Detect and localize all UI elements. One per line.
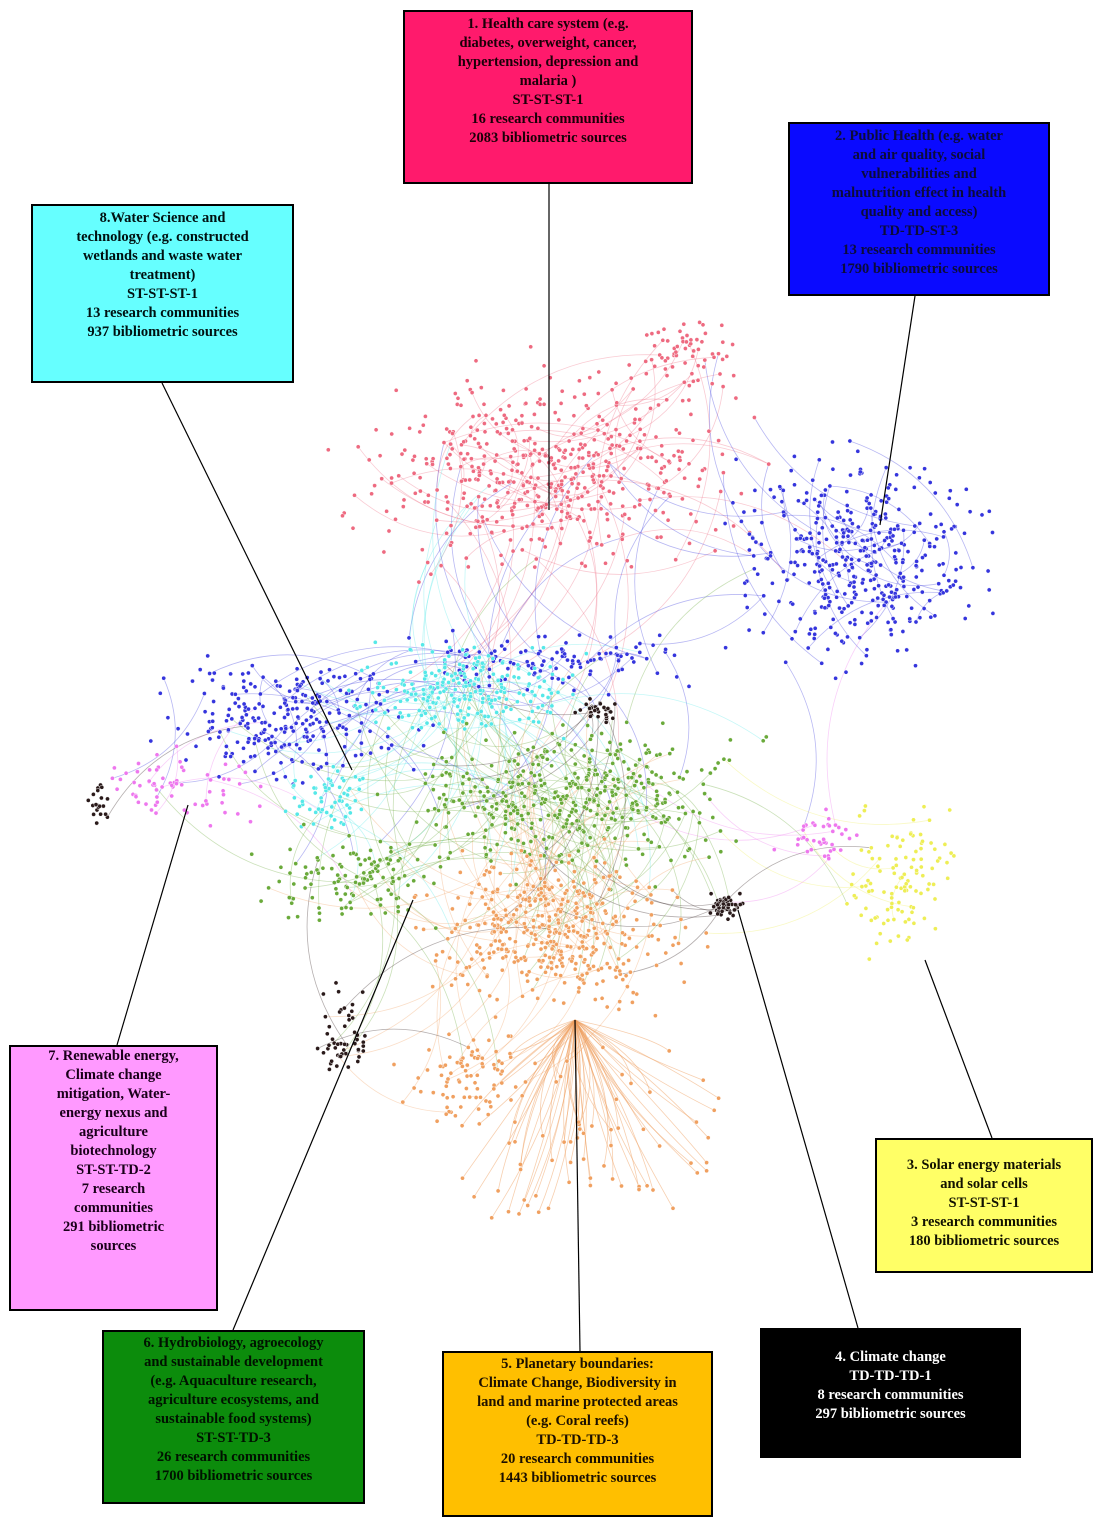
box7-line: biotechnology [70, 1143, 157, 1159]
box3-line: 3. Solar energy materials [906, 1157, 1062, 1173]
cluster-label-health-care: 1. Health care system (e.g. diabetes, ov… [403, 10, 693, 184]
box7-line: sources [90, 1238, 137, 1254]
network-nodes [85, 320, 996, 1221]
box3-line: 180 bibliometric sources [908, 1233, 1060, 1249]
box1-line: 16 research communities [471, 111, 625, 127]
box7-line: energy nexus and [59, 1105, 168, 1121]
box2-line: 1790 bibliometric sources [840, 261, 998, 277]
box5-line: land and marine protected areas [477, 1394, 678, 1410]
box8-line: treatment) [129, 267, 196, 283]
box2-line: quality and access) [860, 204, 978, 220]
box1-line: malaria ) [519, 73, 577, 89]
box4-line: 4. Climate change [835, 1349, 946, 1365]
cluster-label-solar-energy: 3. Solar energy materials and solar cell… [875, 1138, 1093, 1273]
box5-line: TD-TD-TD-3 [536, 1432, 619, 1448]
cluster-label-planetary-boundaries: 5. Planetary boundaries: Climate Change,… [442, 1351, 713, 1517]
box8-line: 937 bibliometric sources [87, 324, 238, 340]
box1-line: 2083 bibliometric sources [469, 130, 627, 146]
box2-line: 2. Public Health (e.g. water [835, 128, 1003, 144]
box4-line: 8 research communities [817, 1387, 964, 1403]
box6-line: agriculture ecosystems, and [148, 1392, 319, 1408]
leader-lines [116, 184, 993, 1352]
cluster-label-public-health: 2. Public Health (e.g. water and air qua… [788, 122, 1050, 296]
cluster-label-hydrobiology: 6. Hydrobiology, agroecology and sustain… [102, 1330, 365, 1504]
box6-line: 26 research communities [156, 1449, 311, 1465]
box6-line: sustainable food systems) [155, 1411, 312, 1427]
box7-line: 7 research [81, 1181, 146, 1197]
box7-line: 7. Renewable energy, [48, 1048, 179, 1064]
box8-line: ST-ST-ST-1 [127, 286, 198, 302]
cluster-label-climate-change: 4. Climate change TD-TD-TD-1 8 research … [760, 1328, 1021, 1458]
leader-line-2 [879, 295, 916, 526]
leader-line-7 [116, 804, 189, 1046]
box1-line: hypertension, depression and [457, 54, 639, 70]
leader-line-8 [161, 382, 353, 771]
cluster-label-water-science: 8.Water Science and technology (e.g. con… [31, 204, 294, 383]
box7-line: Climate change [65, 1067, 162, 1083]
box2-line: and air quality, social [852, 147, 986, 163]
box7-line: ST-ST-TD-2 [76, 1162, 151, 1178]
box8-line: 8.Water Science and [99, 210, 226, 226]
box7-line: mitigation, Water- [56, 1086, 171, 1102]
box2-line: vulnerabilities and [861, 166, 977, 182]
box2-line: TD-TD-ST-3 [879, 223, 959, 239]
box8-line: technology (e.g. constructed [76, 229, 249, 245]
box7-line: agriculture [79, 1124, 148, 1140]
box1-line: 1. Health care system (e.g. [467, 16, 629, 32]
box5-line: Climate Change, Biodiversity in [478, 1375, 677, 1391]
box5-line: 5. Planetary boundaries: [501, 1356, 654, 1372]
box6-line: and sustainable development [144, 1354, 323, 1370]
box5-line: 20 research communities [500, 1451, 655, 1467]
box2-line: 13 research communities [842, 242, 996, 258]
box2-line: malnutrition effect in health [831, 185, 1007, 201]
box6-line: ST-ST-TD-3 [196, 1430, 271, 1446]
box8-line: 13 research communities [85, 305, 240, 321]
box7-line: communities [74, 1200, 153, 1216]
box3-line: 3 research communities [910, 1214, 1058, 1230]
box4-line: 297 bibliometric sources [815, 1406, 966, 1422]
box1-line: diabetes, overweight, cancer, [459, 35, 637, 51]
box6-line: 6. Hydrobiology, agroecology [143, 1335, 324, 1351]
box3-line: ST-ST-ST-1 [948, 1195, 1020, 1211]
leader-line-5 [574, 1019, 581, 1352]
box3-line: and solar cells [940, 1176, 1028, 1192]
leader-line-3 [924, 959, 993, 1139]
cluster-label-renewable-energy: 7. Renewable energy, Climate change miti… [9, 1045, 218, 1311]
box5-line: 1443 bibliometric sources [498, 1470, 657, 1486]
leader-line-4 [737, 909, 859, 1329]
leader-line-6 [232, 899, 414, 1331]
box1-line: ST-ST-ST-1 [512, 92, 584, 108]
box5-line: (e.g. Coral reefs) [526, 1413, 629, 1429]
box8-line: wetlands and waste water [82, 248, 243, 264]
box7-line: 291 bibliometric [62, 1219, 165, 1235]
box4-line: TD-TD-TD-1 [849, 1368, 932, 1384]
box6-line: (e.g. Aquaculture research, [150, 1373, 317, 1389]
box6-line: 1700 bibliometric sources [154, 1468, 313, 1484]
